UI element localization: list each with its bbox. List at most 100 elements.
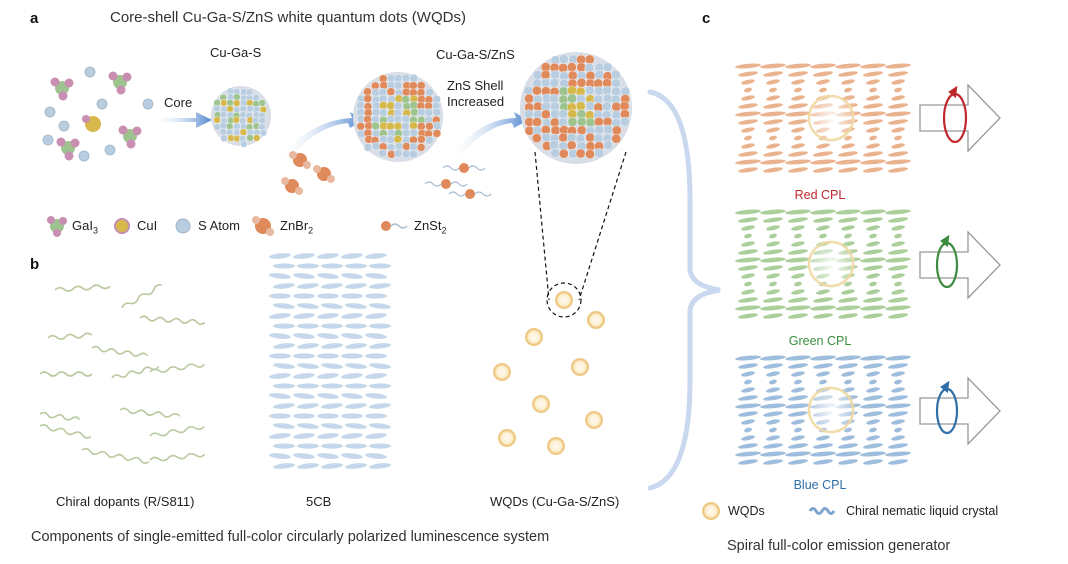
- atom: [393, 101, 403, 110]
- znst2-molecule: [442, 163, 486, 173]
- lc-molecule: [369, 363, 391, 369]
- chiral-dopant-chain: [47, 332, 93, 340]
- lc-helix-segment: [741, 289, 755, 295]
- lc-helix-segment: [860, 63, 886, 69]
- lc-helix-segment: [885, 111, 911, 117]
- atom: [258, 116, 266, 125]
- lc-molecule: [341, 293, 363, 299]
- atom: [402, 87, 411, 97]
- lc-molecule: [293, 313, 315, 319]
- lc-helix-segment: [813, 313, 833, 319]
- lc-helix-segment: [863, 363, 883, 369]
- atom: [246, 104, 254, 113]
- lc-molecule: [317, 453, 339, 459]
- lc-helix-segment: [766, 435, 780, 441]
- atom: [409, 149, 418, 159]
- lc-helix-segment: [735, 403, 761, 409]
- s-atom: [84, 66, 96, 78]
- s-atom: [58, 120, 70, 132]
- panel-c-letter: c: [702, 10, 711, 27]
- cu-ga-s-label: Cu-Ga-S: [210, 45, 262, 60]
- lc-helix-segment: [891, 419, 905, 425]
- chiral-dopant-chain: [119, 407, 181, 418]
- lc-molecule: [321, 343, 343, 349]
- chiral-dopant-chain: [121, 284, 162, 309]
- embedded-wqd: [807, 386, 855, 434]
- lc-molecule: [273, 423, 295, 429]
- lc-helix-segment: [741, 143, 755, 149]
- lc-helix-segment: [744, 233, 752, 239]
- lc-molecule: [317, 293, 339, 299]
- lc-helix-segment: [888, 151, 908, 157]
- lc-molecule: [317, 353, 339, 359]
- znst2-molecule: [424, 179, 468, 189]
- chiral-dopant-chain: [139, 315, 206, 326]
- lc-helix-segment: [888, 71, 908, 77]
- lc-helix-segment: [891, 435, 905, 441]
- atom: [363, 143, 373, 152]
- lc-molecule: [273, 403, 295, 409]
- embedded-wqd: [807, 94, 855, 142]
- lc-molecule: [369, 423, 391, 429]
- lc-helix-segment: [863, 217, 883, 223]
- atom: [239, 105, 247, 113]
- lc-helix-segment: [863, 103, 883, 109]
- lc-helix-segment: [813, 217, 833, 223]
- lc-helix-segment: [788, 71, 808, 77]
- lc-molecule: [269, 333, 291, 339]
- lc-helix-segment: [738, 119, 758, 125]
- atom: [575, 148, 586, 159]
- s-atom: [96, 98, 108, 110]
- lc-helix-segment: [863, 265, 883, 271]
- lc-molecule: [345, 323, 367, 329]
- atom: [549, 140, 560, 150]
- atom: [386, 114, 395, 124]
- lc-helix-segment: [841, 289, 855, 295]
- 5cb-liquid-crystal: [269, 253, 391, 469]
- atom: [220, 99, 228, 107]
- lc-molecule: [321, 443, 343, 449]
- atom: [558, 86, 569, 97]
- lc-helix-segment: [788, 217, 808, 223]
- lc-helix-segment: [791, 241, 805, 247]
- lc-helix-segment: [866, 435, 880, 441]
- atom: [432, 108, 441, 117]
- gai3-molecule: [118, 125, 142, 149]
- lc-helix-segment: [735, 63, 761, 69]
- lc-helix-segment: [863, 459, 883, 465]
- lc-molecule: [369, 383, 391, 389]
- lc-helix-segment: [760, 209, 786, 215]
- legend-lc-label: Chiral nematic liquid crystal: [846, 504, 999, 518]
- lc-molecule: [365, 453, 387, 459]
- lc-helix-segment: [816, 371, 830, 377]
- atom: [371, 121, 380, 131]
- red-cpl-label: Red CPL: [794, 188, 846, 202]
- lc-helix-segment: [788, 265, 808, 271]
- atom: [585, 132, 595, 143]
- lc-molecule: [269, 373, 291, 379]
- chiral-dopant-chain: [39, 411, 81, 421]
- atom: [245, 88, 254, 96]
- wqd-dot: [498, 429, 516, 447]
- lc-helix-segment: [766, 371, 780, 377]
- atom: [409, 81, 418, 90]
- lc-molecule: [293, 413, 315, 419]
- atom: [594, 69, 605, 80]
- lc-helix-segment: [894, 87, 902, 93]
- atom: [602, 85, 612, 96]
- lc-helix-segment: [810, 159, 836, 165]
- atom: [584, 62, 595, 73]
- atom: [220, 111, 228, 119]
- lc-helix-segment: [794, 379, 802, 385]
- zoom-line-right: [578, 151, 627, 301]
- atom: [566, 62, 577, 72]
- blue-cpl-liquid-crystal: [735, 355, 911, 465]
- atom: [601, 101, 612, 112]
- atom: [371, 141, 381, 151]
- lc-molecule: [365, 433, 387, 439]
- legend-s-atom-symbol: [175, 218, 191, 234]
- lc-molecule: [269, 393, 291, 399]
- lc-helix-segment: [738, 151, 758, 157]
- atom: [425, 88, 434, 97]
- atom: [226, 99, 234, 107]
